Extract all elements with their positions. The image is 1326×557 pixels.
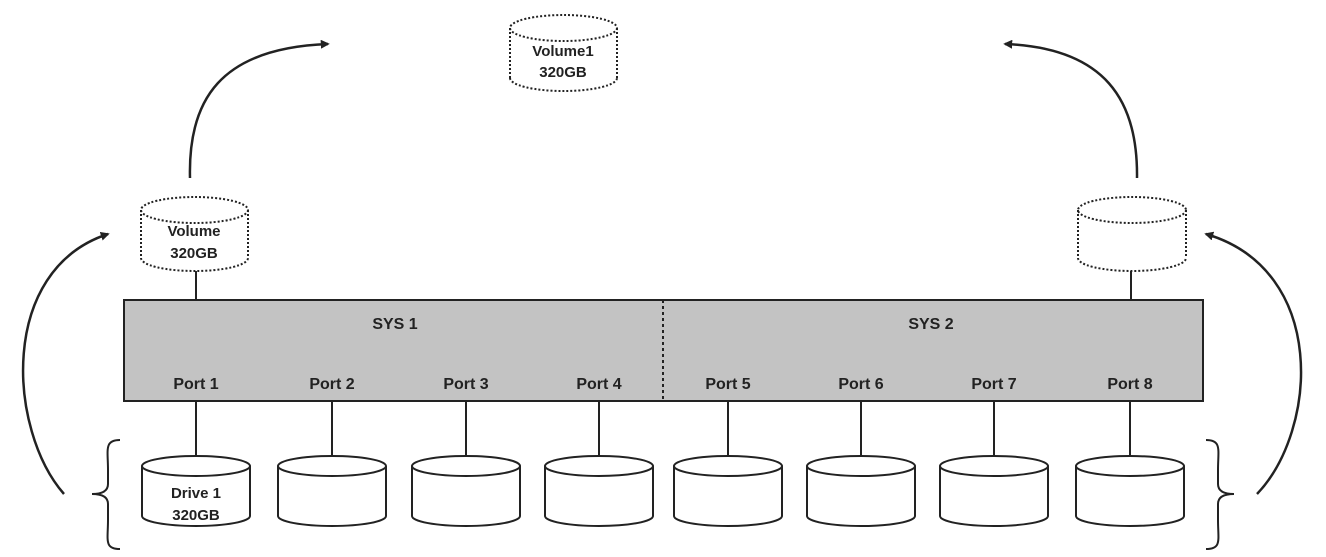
drive-body — [806, 466, 916, 527]
top-volume-size: 320GB — [539, 64, 587, 81]
drive-6 — [806, 455, 916, 527]
drives-layer: Drive 1 320GB — [141, 455, 1185, 527]
ports-layer: Port 1 Port 2 Port 3 Port 4 Port 5 Port 6 Port… — [173, 376, 1153, 457]
drive-5 — [673, 455, 783, 527]
port-label-8: Port 8 — [1107, 376, 1152, 393]
arrow-right-side — [1204, 231, 1303, 495]
port-label-5: Port 5 — [705, 376, 750, 393]
drive-body — [411, 466, 521, 527]
port-label-3: Port 3 — [443, 376, 488, 393]
arrow-top-right — [1003, 39, 1139, 179]
drive-body — [673, 466, 783, 527]
right-volume — [1077, 196, 1187, 272]
top-volume — [509, 14, 618, 92]
drive-name: Drive 1 — [171, 485, 221, 502]
drive-8 — [1075, 455, 1185, 527]
drive-3 — [411, 455, 521, 527]
right-brace — [1205, 439, 1235, 550]
drive-top — [673, 455, 783, 477]
drive-1: Drive 1 320GB — [141, 455, 251, 527]
port-label-2: Port 2 — [309, 376, 354, 393]
drive-7 — [939, 455, 1049, 527]
drive-top — [544, 455, 654, 477]
left-volume — [140, 196, 249, 272]
left-volume-size: 320GB — [170, 245, 218, 262]
port-label-6: Port 6 — [838, 376, 883, 393]
drive-top — [141, 455, 251, 477]
drive-top — [277, 455, 387, 477]
drive-top — [411, 455, 521, 477]
drive-top — [1075, 455, 1185, 477]
drive-body — [277, 466, 387, 527]
sys1-label: SYS 1 — [372, 316, 417, 333]
drive-size: 320GB — [172, 507, 220, 524]
drive-body — [1075, 466, 1185, 527]
drive-2 — [277, 455, 387, 527]
arrow-top-left — [188, 39, 330, 179]
drive-body — [141, 466, 251, 527]
drive-top — [939, 455, 1049, 477]
arrow-left-side — [21, 231, 110, 495]
top-volume-name: Volume1 — [532, 43, 593, 60]
drive-body — [939, 466, 1049, 527]
drive-top — [806, 455, 916, 477]
left-volume-name: Volume — [167, 223, 220, 240]
sys2-label: SYS 2 — [908, 316, 953, 333]
port-label-4: Port 4 — [576, 376, 621, 393]
port-label-1: Port 1 — [173, 376, 218, 393]
drive-4 — [544, 455, 654, 527]
left-brace — [91, 439, 121, 550]
port-label-7: Port 7 — [971, 376, 1016, 393]
drive-body — [544, 466, 654, 527]
